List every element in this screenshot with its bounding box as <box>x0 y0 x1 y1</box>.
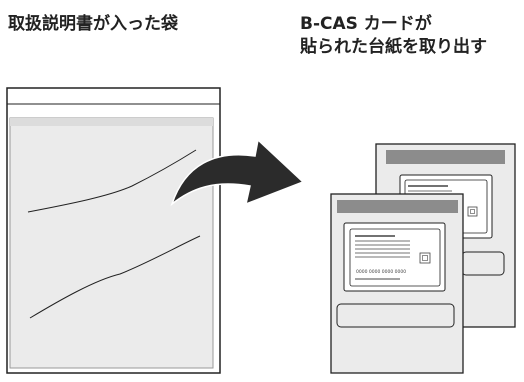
manual-sheet <box>9 117 214 369</box>
card-number: 0000 0000 0000 0000 <box>356 269 406 275</box>
mount-sheet-front: 0000 0000 0000 0000 <box>330 193 464 374</box>
mount-caption-line1: B-CAS カードが <box>300 14 432 34</box>
bcas-card-front <box>349 228 441 287</box>
mount-front-band <box>337 200 458 213</box>
reflection-line-upper <box>27 149 197 213</box>
mount-caption-line2: 貼られた台紙を取り出す <box>300 37 487 57</box>
mount-back-band <box>386 150 505 164</box>
mount-caption: B-CAS カードが 貼られた台紙を取り出す <box>300 13 487 59</box>
bag-caption: 取扱説明書が入った袋 <box>8 14 178 34</box>
curved-arrow-icon <box>170 138 305 207</box>
manual-bag <box>6 87 221 374</box>
reflection-line-lower <box>29 235 201 319</box>
chip-icon <box>419 252 431 264</box>
manual-top-band <box>10 118 213 126</box>
mount-back-slot <box>461 251 505 276</box>
chip-icon <box>467 206 478 217</box>
mount-front-slot <box>336 303 455 328</box>
arrow-shape <box>170 138 305 207</box>
